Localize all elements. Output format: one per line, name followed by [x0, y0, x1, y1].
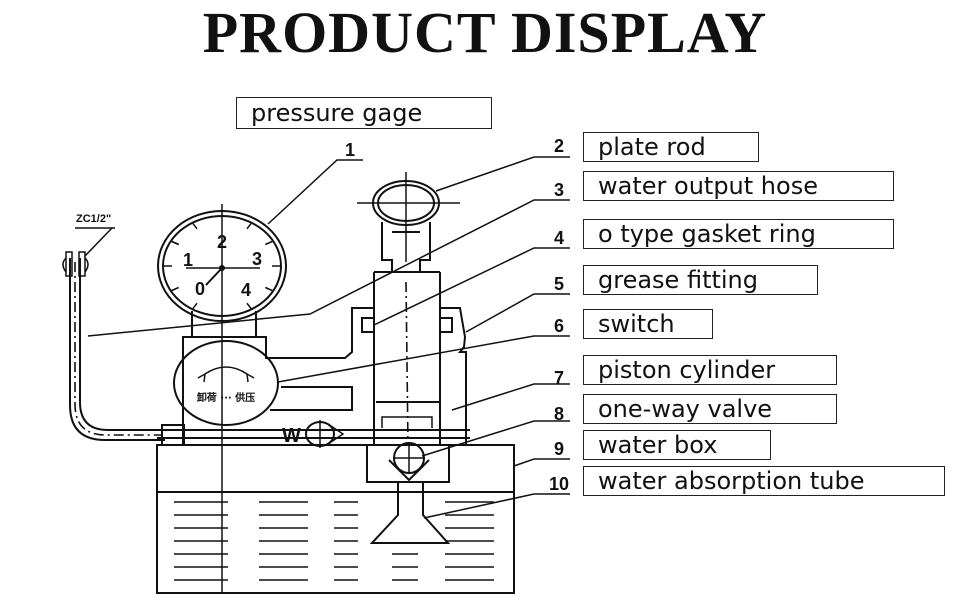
callout-number-2: 2: [553, 136, 564, 156]
callout-label-water-output-hose: water output hose: [583, 171, 894, 201]
gauge-tick: [192, 302, 198, 309]
switch-body: [173, 336, 353, 445]
gauge-ticks: [164, 223, 280, 309]
callout-number-3: 3: [553, 180, 564, 200]
callout-number-7: 7: [553, 368, 564, 388]
gauge-tick: [171, 240, 179, 246]
w-valve: [305, 420, 345, 448]
callout-number-10: 10: [548, 474, 570, 494]
leader-lines: [87, 156, 570, 519]
water-level-lines: [174, 501, 494, 581]
callout-label-switch: switch: [583, 309, 713, 339]
callout-label-water-absorption-tube: water absorption tube: [583, 466, 945, 496]
gauge-number-0: 0: [195, 279, 205, 299]
callout-number-9: 9: [553, 439, 564, 459]
gauge-tick: [192, 223, 198, 230]
callout-number-1: 1: [344, 140, 355, 160]
gauge-tick: [246, 223, 252, 230]
gauge-number-2: 2: [217, 232, 227, 252]
gauge-tick: [265, 240, 273, 246]
base-pipe: [157, 424, 470, 446]
callout-label-o-type-gasket-ring: o type gasket ring: [583, 219, 894, 249]
valve-marker: W: [282, 425, 301, 447]
pressure-gauge: [157, 204, 287, 593]
callout-number-8: 8: [553, 404, 564, 424]
callout-number-6: 6: [553, 316, 564, 336]
water-absorption-tube: [369, 482, 451, 544]
gauge-tick: [265, 286, 273, 292]
callout-label-water-box: water box: [583, 430, 771, 460]
one-way-valve: [366, 442, 450, 483]
callout-label-plate-rod: plate rod: [583, 132, 759, 162]
page-title: PRODUCT DISPLAY: [202, 0, 768, 65]
gauge-number-1: 1: [183, 250, 193, 270]
callout-number-4: 4: [553, 228, 564, 248]
gauge-tick: [171, 286, 179, 292]
left-hose: [62, 227, 165, 441]
pressure-gage-title-box: pressure gage: [236, 97, 492, 129]
switch-text: 卸荷 ··· 供压: [197, 391, 255, 404]
callout-label-grease-fitting: grease fitting: [583, 265, 818, 295]
callout-label-piston-cylinder: piston cylinder: [583, 355, 837, 385]
hose-fitting-label: ZC1/2": [76, 213, 111, 225]
gauge-tick: [246, 302, 252, 309]
gauge-number-4: 4: [241, 280, 251, 300]
water-box: [156, 444, 515, 594]
gauge-number-3: 3: [252, 249, 262, 269]
callout-number-5: 5: [553, 274, 564, 294]
callout-label-one-way-valve: one-way valve: [583, 394, 837, 424]
